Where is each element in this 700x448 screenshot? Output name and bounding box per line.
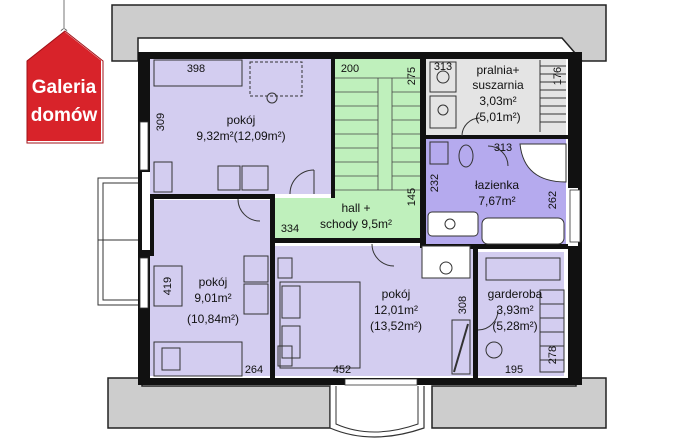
bathroom-name: łazienka [475,178,519,192]
dim-452: 452 [333,364,351,376]
dim-262: 262 [547,191,559,209]
bedroom-left-name: pokój [199,275,228,289]
dim-309: 309 [155,113,167,131]
logo-line2: domów [31,105,98,126]
stairs [335,77,420,191]
bedroom-top-name: pokój [227,113,256,127]
dim-398: 398 [187,63,205,75]
dim-200: 200 [341,63,359,75]
hall-name2: schody 9,5m² [320,217,392,231]
dim-334: 334 [281,223,299,235]
dim-308: 308 [457,296,469,314]
bedroom-main-area: 12,01m² [374,303,418,317]
room-bedroom-left-fill [150,200,270,376]
bedroom-left-area: 9,01m² [194,291,231,305]
logo-line1: Galeria [32,77,97,98]
dim-195: 195 [505,364,523,376]
roof-top [111,4,607,62]
bedroom-main-area2: (13,52m²) [370,319,422,333]
bedroom-top-area: 9,32m²(12,09m²) [196,129,285,143]
laundry-name: pralnia+ [476,63,519,77]
windows [139,121,581,386]
room-laundry-fill [426,58,566,136]
laundry-area2: (5,01m²) [475,110,520,124]
wardrobe-area2: (5,28m²) [492,319,537,333]
wardrobe-area: 3,93m² [496,303,533,317]
dim-176: 176 [552,67,564,85]
laundry-name2: suszarnia [472,78,524,92]
dim-275: 275 [406,67,418,85]
dim-278: 278 [547,346,559,364]
bedroom-main-name: pokój [382,287,411,301]
dim-264: 264 [245,364,263,376]
dim-419: 419 [162,277,174,295]
bedroom-left-area2: (10,84m²) [187,312,239,326]
logo: Galeria domów [25,0,104,144]
roof-bottom-left [107,377,331,429]
balcony [329,386,425,438]
hall-name: hall + [341,201,370,215]
bay-window [97,177,138,306]
dim-313a: 313 [434,61,452,73]
wardrobe-name: garderoba [488,287,543,301]
dim-145: 145 [406,188,418,206]
room-wardrobe-fill [478,252,564,376]
laundry-area: 3,03m² [479,94,516,108]
dim-232: 232 [429,174,441,192]
roof-bottom-right [431,377,607,429]
dim-313b: 313 [494,142,512,154]
bathroom-area: 7,67m² [478,194,515,208]
furniture [153,59,567,377]
